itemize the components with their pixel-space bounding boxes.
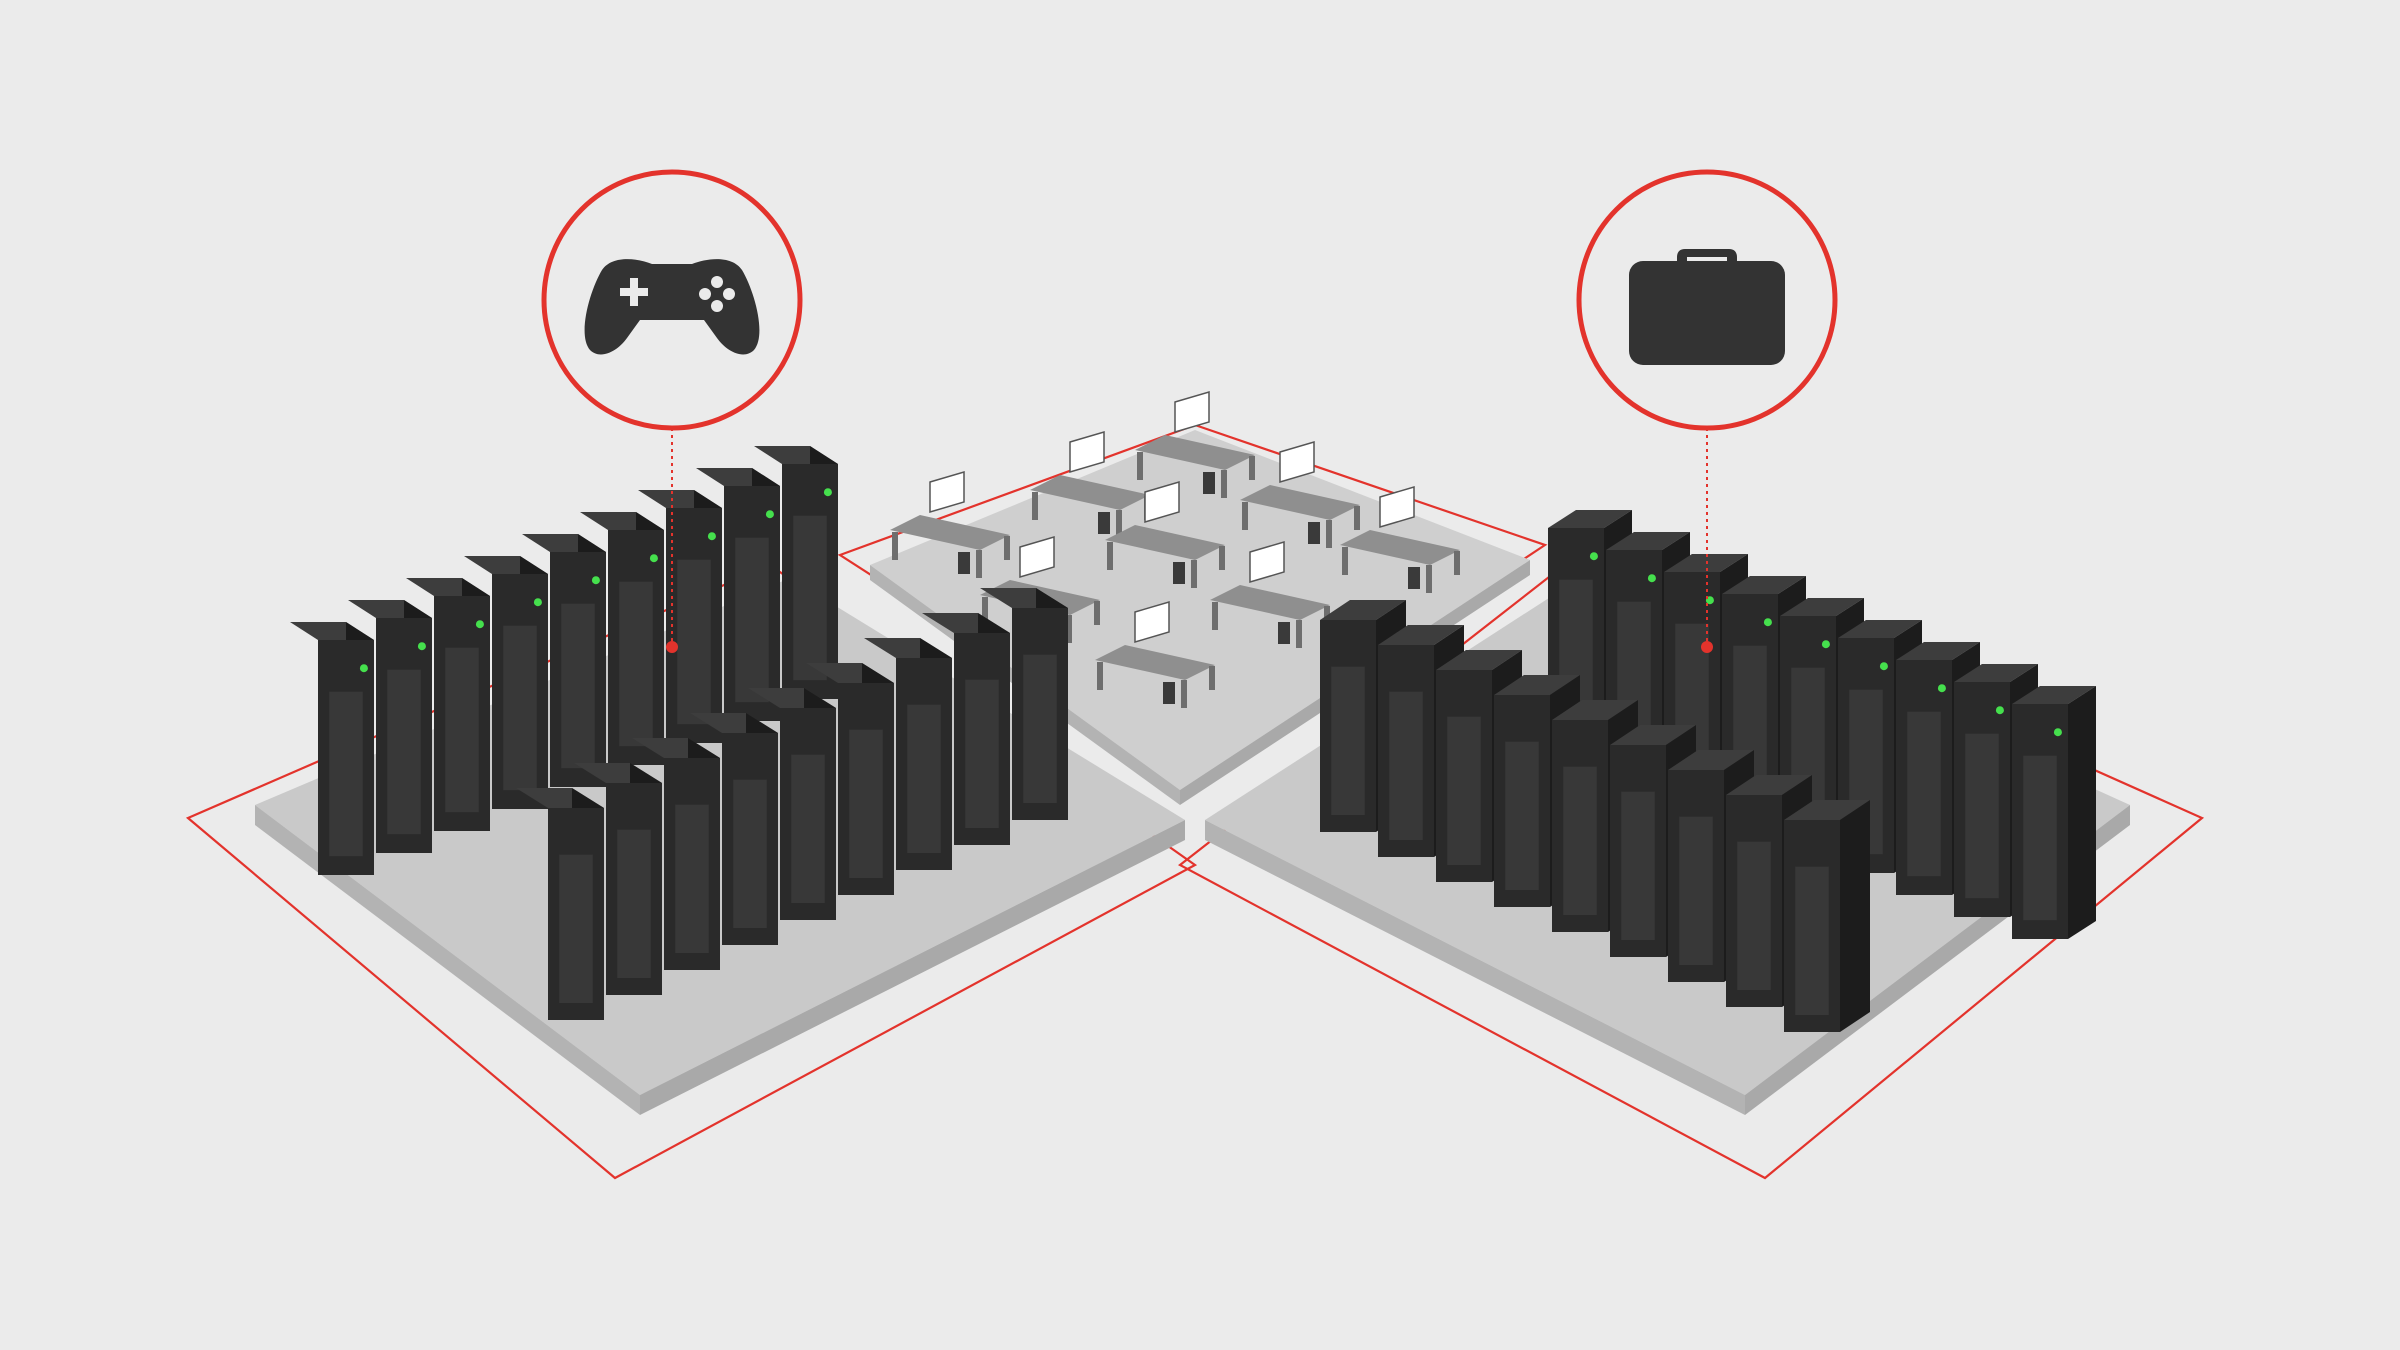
briefcase-icon: [1629, 249, 1785, 365]
server-rack: [1784, 800, 1870, 1032]
gaming-leader-dot: [666, 641, 678, 653]
rack-row-front: [1320, 600, 1870, 1032]
server-rack: [464, 556, 548, 809]
server-rack: [696, 468, 780, 721]
status-led: [533, 598, 542, 607]
workstation: [1030, 430, 1150, 538]
server-rack: [580, 512, 664, 765]
workstation: [1240, 440, 1360, 548]
rack-row-back: [290, 446, 838, 875]
monitor: [929, 470, 965, 514]
status-led: [591, 576, 600, 585]
server-rack: [632, 738, 720, 970]
rack-row-front: [516, 588, 1068, 1020]
monitor: [1134, 600, 1170, 644]
business-leader-dot: [1701, 641, 1713, 653]
monitor: [1069, 430, 1105, 474]
server-rack: [406, 578, 490, 831]
business-datacenter: [1205, 510, 2130, 1115]
monitor: [1279, 440, 1315, 484]
pc-tower: [958, 552, 970, 574]
server-rack: [864, 638, 952, 870]
pc-tower: [1173, 562, 1185, 584]
status-led: [1589, 552, 1598, 561]
workstation: [1095, 600, 1215, 708]
monitor: [1249, 540, 1285, 584]
status-led: [475, 620, 484, 629]
server-rack: [516, 788, 604, 1020]
server-rack: [348, 600, 432, 853]
pc-tower: [1278, 622, 1290, 644]
workstation: [890, 470, 1010, 578]
pc-tower: [1308, 522, 1320, 544]
server-rack: [748, 688, 836, 920]
status-led: [1763, 618, 1772, 627]
gaming-callout: [541, 169, 803, 431]
status-led: [1821, 640, 1830, 649]
pc-tower: [1163, 682, 1175, 704]
monitor: [1019, 535, 1055, 579]
monitor: [1379, 485, 1415, 529]
status-led: [649, 554, 658, 563]
status-led: [823, 488, 832, 497]
status-led: [765, 510, 774, 519]
status-led: [707, 532, 716, 541]
server-rack: [290, 622, 374, 875]
workstation: [1135, 390, 1255, 498]
server-rack: [922, 613, 1010, 845]
status-led: [2053, 728, 2062, 737]
gaming-datacenter: [255, 446, 1185, 1115]
callout-leaders: [666, 428, 1713, 653]
status-led: [1647, 574, 1656, 583]
server-rack: [638, 490, 722, 743]
server-rack: [980, 588, 1068, 820]
workstation: [1105, 480, 1225, 588]
server-rack: [754, 446, 838, 699]
status-led: [417, 642, 426, 651]
server-rack: [522, 534, 606, 787]
pc-tower: [1098, 512, 1110, 534]
business-callout: [1576, 169, 1838, 431]
server-rack: [574, 763, 662, 995]
server-rack: [806, 663, 894, 895]
gamepad-icon: [584, 259, 760, 355]
pc-tower: [1408, 567, 1420, 589]
status-led: [1995, 706, 2004, 715]
status-led: [359, 664, 368, 673]
server-rack: [690, 713, 778, 945]
monitor: [1174, 390, 1210, 434]
pc-tower: [1203, 472, 1215, 494]
workstation: [1340, 485, 1460, 593]
monitor: [1144, 480, 1180, 524]
workstation-group: [890, 390, 1460, 708]
server-rack: [2012, 686, 2096, 939]
rack-row-back: [1548, 510, 2096, 939]
status-led: [1937, 684, 1946, 693]
status-led: [1879, 662, 1888, 671]
